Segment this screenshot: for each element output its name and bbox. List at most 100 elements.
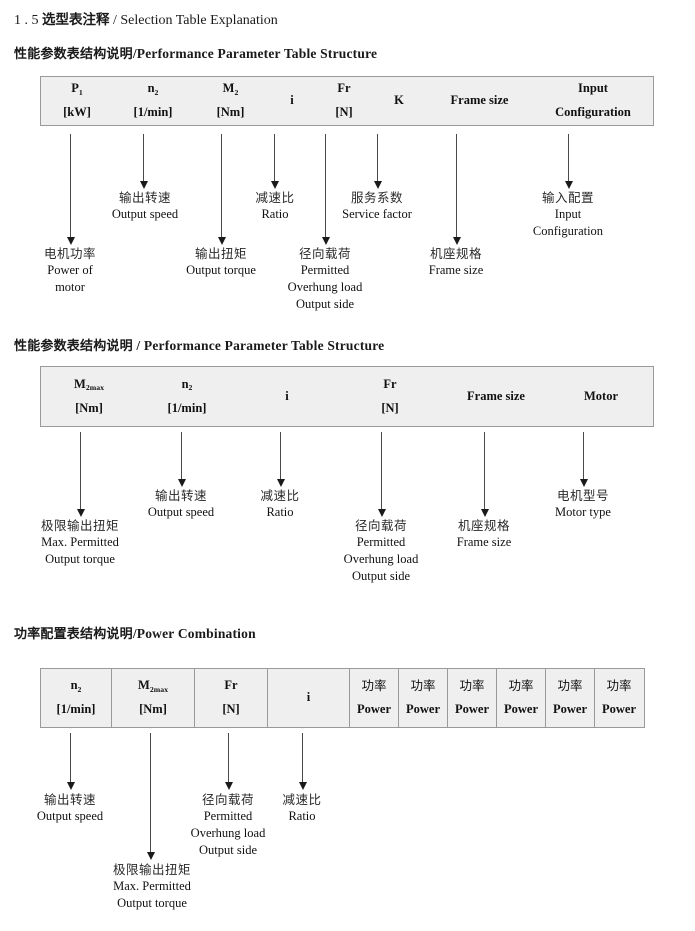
note-label-cn: 输入配置: [541, 190, 595, 205]
table-2-col-i: i: [237, 367, 337, 426]
table-2-col-frame-size-symbol: Frame size: [467, 388, 525, 403]
table-3-col-power-1-en: Power: [356, 702, 391, 716]
table-1-col-fr-symbol: Fr: [337, 81, 351, 96]
power-combination-table: n2 [1/min] M2max [Nm] Fr [N] i 功率 Power …: [40, 668, 645, 728]
note-frame-size: 机座规格 Frame size: [457, 517, 512, 551]
section-number: 1 . 5: [14, 13, 39, 28]
note-label-en-1: Output torque: [186, 263, 256, 277]
note-label-cn: 电机型号: [556, 488, 609, 503]
note-label-en-1: Frame size: [456, 535, 512, 549]
arrow-frame-size: [452, 134, 461, 245]
table-2-col-n2-unit: [1/min]: [167, 400, 207, 415]
arrow-frame-size: [480, 432, 489, 517]
note-label-en-1: Motor type: [555, 505, 611, 519]
table-1-col-k-symbol: K: [394, 93, 404, 108]
arrow-output-speed: [139, 134, 148, 189]
section-3-heading-cn: 功率配置表结构说明: [14, 627, 133, 642]
arrow-ratio: [298, 733, 307, 790]
table-1-col-n2-unit: [1/min]: [133, 105, 173, 119]
note-label-en-2: motor: [55, 280, 85, 294]
table-2-col-n2: n2 [1/min]: [137, 367, 237, 426]
arrow-max-permitted-output-torque: [76, 432, 85, 517]
table-3-col-power-4-en: Power: [503, 702, 538, 716]
note-label-cn: 径向载荷: [298, 246, 352, 261]
table-3-col-power-4-cn: 功率: [508, 678, 534, 694]
note-overhung-load: 径向载荷 Permitted Overhung load Output side: [191, 791, 266, 859]
table-1-col-frame-size: Frame size: [426, 77, 533, 125]
table-1-col-i-symbol: i: [290, 93, 294, 108]
subscript: 2: [234, 87, 239, 97]
table-3-col-power-2-en: Power: [405, 702, 440, 716]
table-3-col-power-3-cn: 功率: [459, 678, 485, 694]
note-overhung-load: 径向载荷 Permitted Overhung load Output side: [288, 245, 363, 313]
note-max-permitted-output-torque: 极限输出扭矩 Max. Permitted Output torque: [113, 861, 191, 912]
table-1-col-m2: M2 [Nm]: [193, 77, 268, 125]
note-input-configuration: 输入配置 Input Configuration: [533, 189, 603, 240]
subscript: 2max: [149, 684, 168, 694]
table-3-col-power-6-en: Power: [601, 702, 636, 716]
table-3-col-power-5-cn: 功率: [557, 678, 583, 694]
note-label-en-3: Output side: [296, 297, 354, 311]
table-1-col-k: K: [372, 77, 426, 125]
table-1-col-n2: n2 [1/min]: [113, 77, 193, 125]
subscript: 1: [78, 87, 83, 97]
note-label-en-2: Output torque: [45, 552, 115, 566]
note-label-en-1: Input: [554, 207, 582, 221]
note-max-permitted-output-torque: 极限输出扭矩 Max. Permitted Output torque: [41, 517, 119, 568]
note-label-cn: 机座规格: [429, 246, 482, 261]
note-label-en-1: Output speed: [36, 809, 104, 823]
note-label-en-1: Max. Permitted: [113, 879, 191, 893]
arrow-overhung-load: [224, 733, 233, 790]
section-title-cn: 选型表注释: [42, 12, 110, 28]
section-2-heading-en: Performance Parameter Table Structure: [143, 338, 385, 353]
arrow-output-speed: [177, 432, 186, 487]
arrow-input-configuration: [564, 134, 573, 189]
note-label-en-1: Ratio: [288, 809, 316, 823]
section-3-heading-separator: /: [132, 626, 137, 641]
note-label-en-1: Permitted: [300, 263, 350, 277]
table-1-col-input-configuration-line1: Input: [578, 81, 608, 96]
table-3-col-power-5-en: Power: [552, 702, 587, 716]
arrow-power-of-motor: [66, 134, 75, 245]
section-2-heading: 性能参数表结构说明 / Performance Parameter Table …: [14, 335, 384, 354]
table-2-col-m2max-unit: [Nm]: [75, 400, 103, 415]
note-label-en-2: Overhung load: [190, 826, 266, 840]
subscript: 2max: [85, 383, 104, 393]
table-1-col-n2-symbol: n2: [147, 81, 159, 97]
table-3-col-n2: n2 [1/min]: [41, 669, 111, 727]
table-1-col-m2-symbol: M2: [222, 81, 239, 97]
note-label-en-1: Service factor: [342, 207, 412, 221]
table-3-col-fr-symbol: Fr: [224, 678, 238, 693]
note-label-cn: 极限输出扭矩: [112, 862, 192, 877]
section-3-heading-en: Power Combination: [136, 626, 256, 641]
table-1-col-i: i: [268, 77, 316, 125]
table-1-col-frame-size-symbol: Frame size: [450, 93, 509, 108]
arrow-motor-type: [579, 432, 588, 487]
note-output-speed: 输出转速 Output speed: [37, 791, 103, 825]
arrow-output-speed: [66, 733, 75, 790]
subscript: 2: [77, 684, 82, 694]
note-label-en-3: Output side: [199, 843, 257, 857]
table-2-col-motor-symbol: Motor: [583, 388, 618, 403]
note-label-cn: 减速比: [255, 190, 295, 205]
subscript: 2: [188, 383, 193, 393]
table-3-col-power-1: 功率 Power: [349, 669, 398, 727]
table-1-col-p1: P1 [kW]: [41, 77, 113, 125]
table-3-col-power-6: 功率 Power: [594, 669, 643, 727]
note-service-factor: 服务系数 Service factor: [342, 189, 412, 223]
note-output-speed: 输出转速 Output speed: [112, 189, 178, 223]
table-3-col-fr-unit: [N]: [222, 702, 240, 716]
table-2-col-fr: Fr [N]: [337, 367, 443, 426]
note-output-speed: 输出转速 Output speed: [148, 487, 214, 521]
table-1-col-input-configuration-line2: Configuration: [555, 105, 631, 119]
table-1-col-p1-unit: [kW]: [63, 105, 91, 119]
table-2-col-n2-symbol: n2: [181, 376, 193, 393]
table-2-col-fr-unit: [N]: [381, 400, 399, 415]
table-1-col-input-configuration: Input Configuration: [533, 77, 653, 125]
table-3-col-power-3: 功率 Power: [447, 669, 496, 727]
note-power-of-motor: 电机功率 Power of motor: [44, 245, 96, 296]
table-3-col-i-symbol: i: [306, 690, 311, 705]
note-label-en-1: Output speed: [147, 505, 215, 519]
section-title-en: Selection Table Explanation: [120, 13, 278, 28]
table-1-col-p1-symbol: P1: [71, 81, 83, 97]
